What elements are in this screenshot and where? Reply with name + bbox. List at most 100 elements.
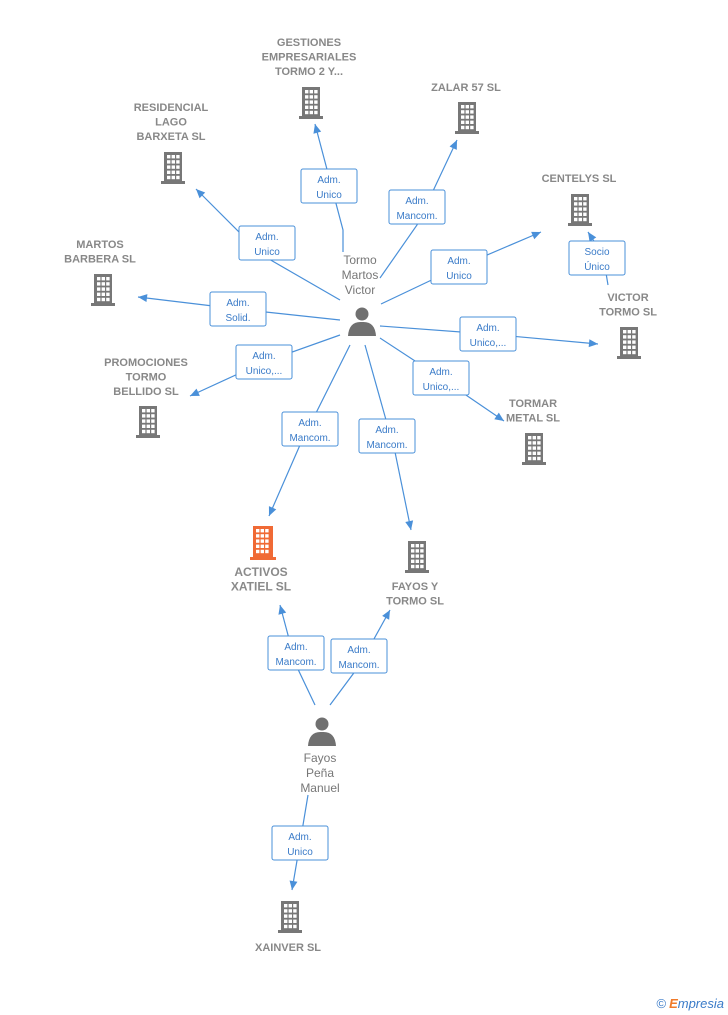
relation-label-line: Adm. [288, 832, 311, 843]
relation-label-box[interactable]: Adm.Unico,... [235, 344, 293, 380]
person-label-line: Peña [306, 766, 334, 780]
relation-label-line: Solid. [225, 313, 250, 324]
relation-label-box[interactable]: Adm. Mancom. [267, 635, 325, 671]
relation-label-line: Adm. [298, 418, 321, 429]
company-label-line: TORMO SL [599, 307, 657, 319]
relation-label-line: Mancom. [366, 440, 407, 451]
relation-label-line: Adm. [226, 298, 249, 309]
company-label-line: CENTELYS SL [542, 173, 617, 185]
company-node[interactable]: MARTOS BARBERA SL [64, 239, 136, 306]
relation-label-line: Unico [287, 847, 313, 858]
person-icon [308, 717, 336, 746]
building-icon [91, 274, 115, 306]
relations-layer: Adm.UnicoAdm.Mancom.Adm.UnicoAdm.UnicoSo… [209, 168, 626, 861]
relation-label-line: Adm. [447, 256, 470, 267]
building-icon [250, 526, 276, 560]
company-label-line: EMPRESARIALES [262, 52, 357, 64]
relation-label-line: Unico [446, 271, 472, 282]
relation-label-box[interactable]: Adm. Unico [271, 825, 329, 861]
relation-edge [379, 139, 458, 279]
arrow-head [138, 294, 148, 303]
building-icon [405, 541, 429, 573]
relation-label-box[interactable]: Adm. Unico [430, 249, 488, 285]
arrow-head [588, 339, 598, 348]
company-label-line: BELLIDO SL [113, 386, 179, 398]
relation-label-box[interactable]: Adm.Mancom. [388, 189, 446, 225]
relation-label-line: Unico [254, 247, 280, 258]
relation-label-line: Unico [316, 190, 342, 201]
building-icon [161, 152, 185, 184]
company-label-line: GESTIONES [277, 37, 341, 49]
building-icon [455, 102, 479, 134]
relation-label-box[interactable]: Adm. Solid. [209, 291, 267, 327]
relation-label-box[interactable]: Adm. Unico [238, 225, 296, 261]
company-label-line: ACTIVOS [234, 565, 287, 579]
arrow-head [588, 232, 597, 242]
relation-label-line: Adm. [317, 175, 340, 186]
person-label-line: Tormo [343, 253, 377, 267]
company-label-line: METAL SL [506, 413, 560, 425]
building-icon [278, 901, 302, 933]
company-node[interactable]: XAINVER SL [255, 901, 321, 954]
relation-label-line: Mancom. [275, 657, 316, 668]
relation-label-box[interactable]: Adm. Mancom. [358, 418, 416, 454]
company-label-line: TORMO [126, 372, 167, 384]
relation-label-box[interactable]: Adm. Unico,... [459, 316, 517, 352]
company-label-line: FAYOS Y [392, 581, 439, 593]
relation-label-line: Adm. [255, 232, 278, 243]
company-label-line: RESIDENCIAL [134, 102, 209, 114]
company-label-line: PROMOCIONES [104, 357, 188, 369]
company-label-line: MARTOS [76, 239, 123, 251]
relation-label-line: Adm. [284, 642, 307, 653]
person-label-line: Fayos [304, 751, 337, 765]
arrow-head [190, 388, 200, 396]
arrow-head [313, 124, 322, 134]
relation-label-box[interactable]: Adm.Mancom. [281, 411, 339, 447]
copyright-symbol: © [656, 996, 667, 1011]
relation-label-line: Adm. [476, 323, 499, 334]
company-node[interactable]: PROMOCIONES TORMO BELLIDO SL [104, 357, 188, 438]
relation-label-line: Adm. [429, 367, 452, 378]
company-label-line: XAINVER SL [255, 942, 321, 954]
company-node[interactable]: TORMAR METAL SL [506, 398, 560, 465]
arrow-head [268, 506, 277, 516]
relation-label-line: Socio [584, 247, 609, 258]
building-icon [522, 433, 546, 465]
company-label-line: BARXETA SL [136, 131, 205, 143]
relation-edge [314, 123, 344, 252]
company-label-line: ZALAR 57 SL [431, 82, 501, 94]
relation-label-box[interactable]: Adm. Unico [300, 168, 358, 204]
company-label-line: XATIEL SL [231, 580, 291, 594]
person-label-line: Victor [345, 283, 375, 297]
arrow-head [278, 605, 287, 615]
building-icon [617, 327, 641, 359]
arrow-head [531, 231, 541, 240]
building-icon [136, 406, 160, 438]
person-label-line: Martos [342, 268, 379, 282]
relation-label-box[interactable]: Adm.Unico,... [412, 360, 470, 396]
company-node[interactable]: CENTELYS SL [542, 173, 617, 226]
building-icon [299, 87, 323, 119]
company-node[interactable]: ZALAR 57 SL [431, 82, 501, 134]
arrow-head [382, 610, 390, 620]
building-icon [568, 194, 592, 226]
relation-label-line: Adm. [375, 425, 398, 436]
relation-label-line: Unico,... [470, 338, 507, 349]
arrow-head [196, 189, 206, 199]
relation-label-line: Mancom. [396, 211, 437, 222]
company-label-line: TORMAR [509, 398, 557, 410]
company-label-line: BARBERA SL [64, 254, 136, 266]
relation-label-line: Único [584, 260, 610, 273]
person-icon [348, 307, 376, 336]
relation-label-box[interactable]: Adm.Mancom. [330, 638, 388, 674]
